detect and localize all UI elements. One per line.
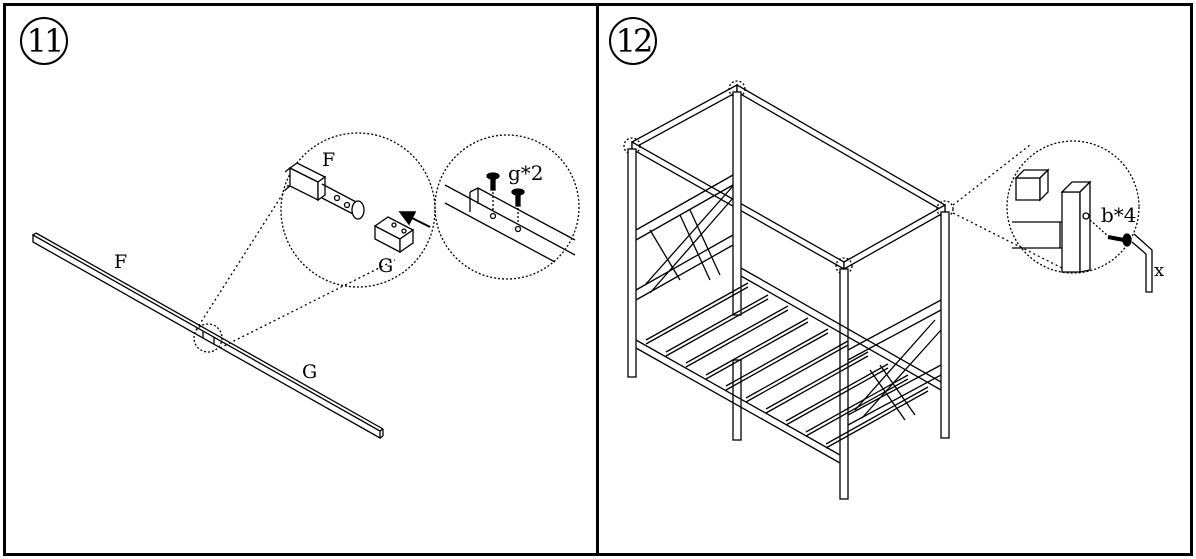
step-12-illustration <box>623 80 1153 500</box>
panel-divider <box>596 3 599 556</box>
label-rail-f: F <box>114 251 127 273</box>
label-rail-g: G <box>302 361 317 383</box>
step-11-illustration <box>32 132 580 440</box>
label-screw-b: b*4 <box>1101 203 1137 227</box>
allen-key <box>1131 233 1153 293</box>
zoom-detail-screws <box>434 134 580 280</box>
label-detail-g: G <box>378 255 393 277</box>
label-tool-x: x <box>1154 260 1164 281</box>
step-number-11: 11 <box>20 17 68 65</box>
label-detail-f: F <box>322 149 335 171</box>
joint-callout-circle <box>193 323 223 353</box>
long-rail <box>32 232 384 440</box>
label-screw-g: g*2 <box>508 161 544 185</box>
zoom-detail-connector <box>280 132 436 288</box>
bed-slats <box>645 282 929 449</box>
headboard <box>635 174 734 301</box>
canopy-frame <box>623 80 954 275</box>
zoom-detail-corner <box>1006 140 1140 274</box>
step-number-12: 12 <box>609 17 657 65</box>
bed-posts <box>627 91 950 500</box>
